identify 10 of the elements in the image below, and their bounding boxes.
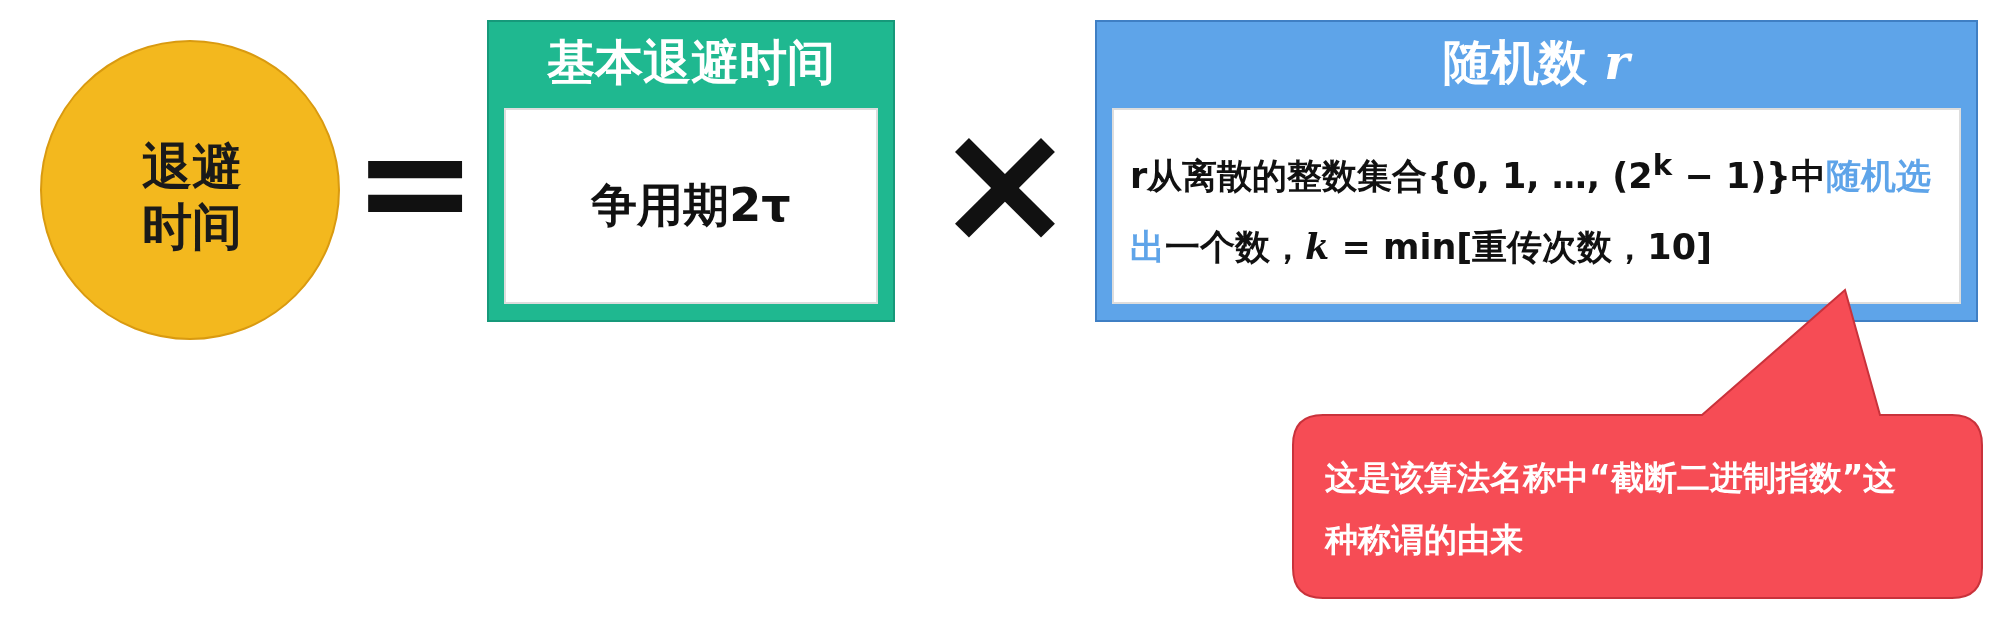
term-card: [1095, 20, 1978, 322]
operator-symbol: =: [351, 94, 479, 271]
card-body: r从离散的整数集合{0, 1, …, (2$^{k}$ − 1)}中随机选出一个数，k = min[重传次数，10]: [1112, 108, 1961, 304]
card-heading: 基本退避时间: [546, 33, 836, 92]
card-heading: 随机数 r: [1097, 26, 1976, 98]
card-body: 争用期2τ: [504, 108, 878, 304]
term-text: 退避时间: [141, 137, 243, 257]
term-card: [487, 20, 895, 322]
callout-text: 这是该算法名称中“截断二进制指数”这种称谓的由来: [1325, 457, 1898, 561]
operator-symbol: ×: [932, 92, 1078, 272]
